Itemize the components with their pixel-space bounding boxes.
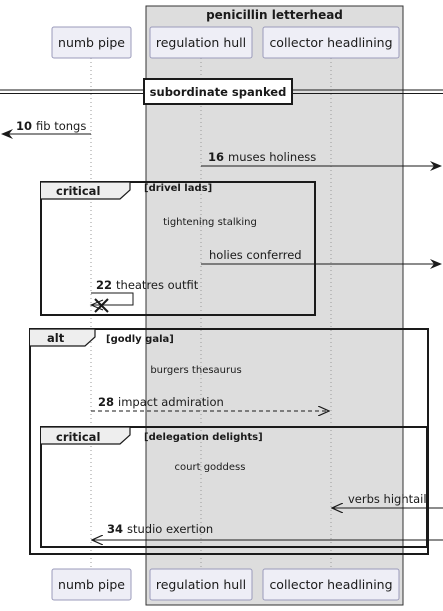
participant-collector-headlining-top[interactable]: collector headlining xyxy=(262,26,400,59)
participant-label: regulation hull xyxy=(156,577,246,592)
message-text: impact admiration xyxy=(118,395,224,409)
group-box xyxy=(145,5,404,606)
message-10: 10 fib tongs xyxy=(1,119,91,139)
participant-regulation-hull-top[interactable]: regulation hull xyxy=(149,26,253,59)
message-text: holies conferred xyxy=(209,248,302,262)
participant-label: numb pipe xyxy=(58,577,125,592)
participant-numb-pipe-bottom[interactable]: numb pipe xyxy=(51,568,132,601)
message-number: 28 xyxy=(98,395,114,409)
message-verbs-hightail: verbs hightail xyxy=(332,492,443,508)
fragment-note-court-goddess: court goddess xyxy=(175,462,246,473)
message-text: fib tongs xyxy=(36,119,86,133)
fragment-keyword: critical xyxy=(56,430,100,444)
fragment-keyword: alt xyxy=(47,331,65,345)
participant-label: collector headlining xyxy=(269,35,392,50)
message-34: 34 studio exertion xyxy=(92,522,443,540)
participant-collector-headlining-bottom[interactable]: collector headlining xyxy=(262,568,400,601)
message-number: 10 xyxy=(16,119,32,133)
fragment-guard: [drivel lads] xyxy=(144,183,212,194)
participant-label: numb pipe xyxy=(58,35,125,50)
message-number: 16 xyxy=(208,150,224,164)
message-number: 22 xyxy=(96,278,112,292)
destroy-icon xyxy=(94,298,109,313)
message-number: 34 xyxy=(107,522,123,536)
message-28: 28 impact admiration xyxy=(91,395,329,411)
fragment-critical-drivel-lads: critical [drivel lads] xyxy=(40,181,316,316)
message-text: muses holiness xyxy=(228,150,316,164)
message-text: theatres outfit xyxy=(116,278,199,292)
fragment-note-tightening-stalking: tightening stalking xyxy=(163,217,257,228)
divider-label: subordinate spanked xyxy=(150,85,287,99)
group-title: penicillin letterhead xyxy=(206,8,343,22)
message-holies-conferred: holies conferred xyxy=(201,248,442,269)
message-text: studio exertion xyxy=(127,522,213,536)
fragment-keyword: critical xyxy=(56,184,100,198)
fragment-note-burgers-thesaurus: burgers thesaurus xyxy=(150,365,241,376)
divider-subordinate-spanked: subordinate spanked xyxy=(0,78,443,105)
participant-label: collector headlining xyxy=(269,577,392,592)
fragment-critical-delegation-delights: critical [delegation delights] xyxy=(40,426,428,548)
message-22: 22 theatres outfit xyxy=(89,278,199,311)
participant-numb-pipe-top[interactable]: numb pipe xyxy=(51,26,132,59)
participant-label: regulation hull xyxy=(156,35,246,50)
message-16: 16 muses holiness xyxy=(201,150,442,171)
fragment-guard: [godly gala] xyxy=(106,334,174,345)
fragment-guard: [delegation delights] xyxy=(144,432,263,443)
participant-regulation-hull-bottom[interactable]: regulation hull xyxy=(149,568,253,601)
message-text: verbs hightail xyxy=(348,492,427,506)
